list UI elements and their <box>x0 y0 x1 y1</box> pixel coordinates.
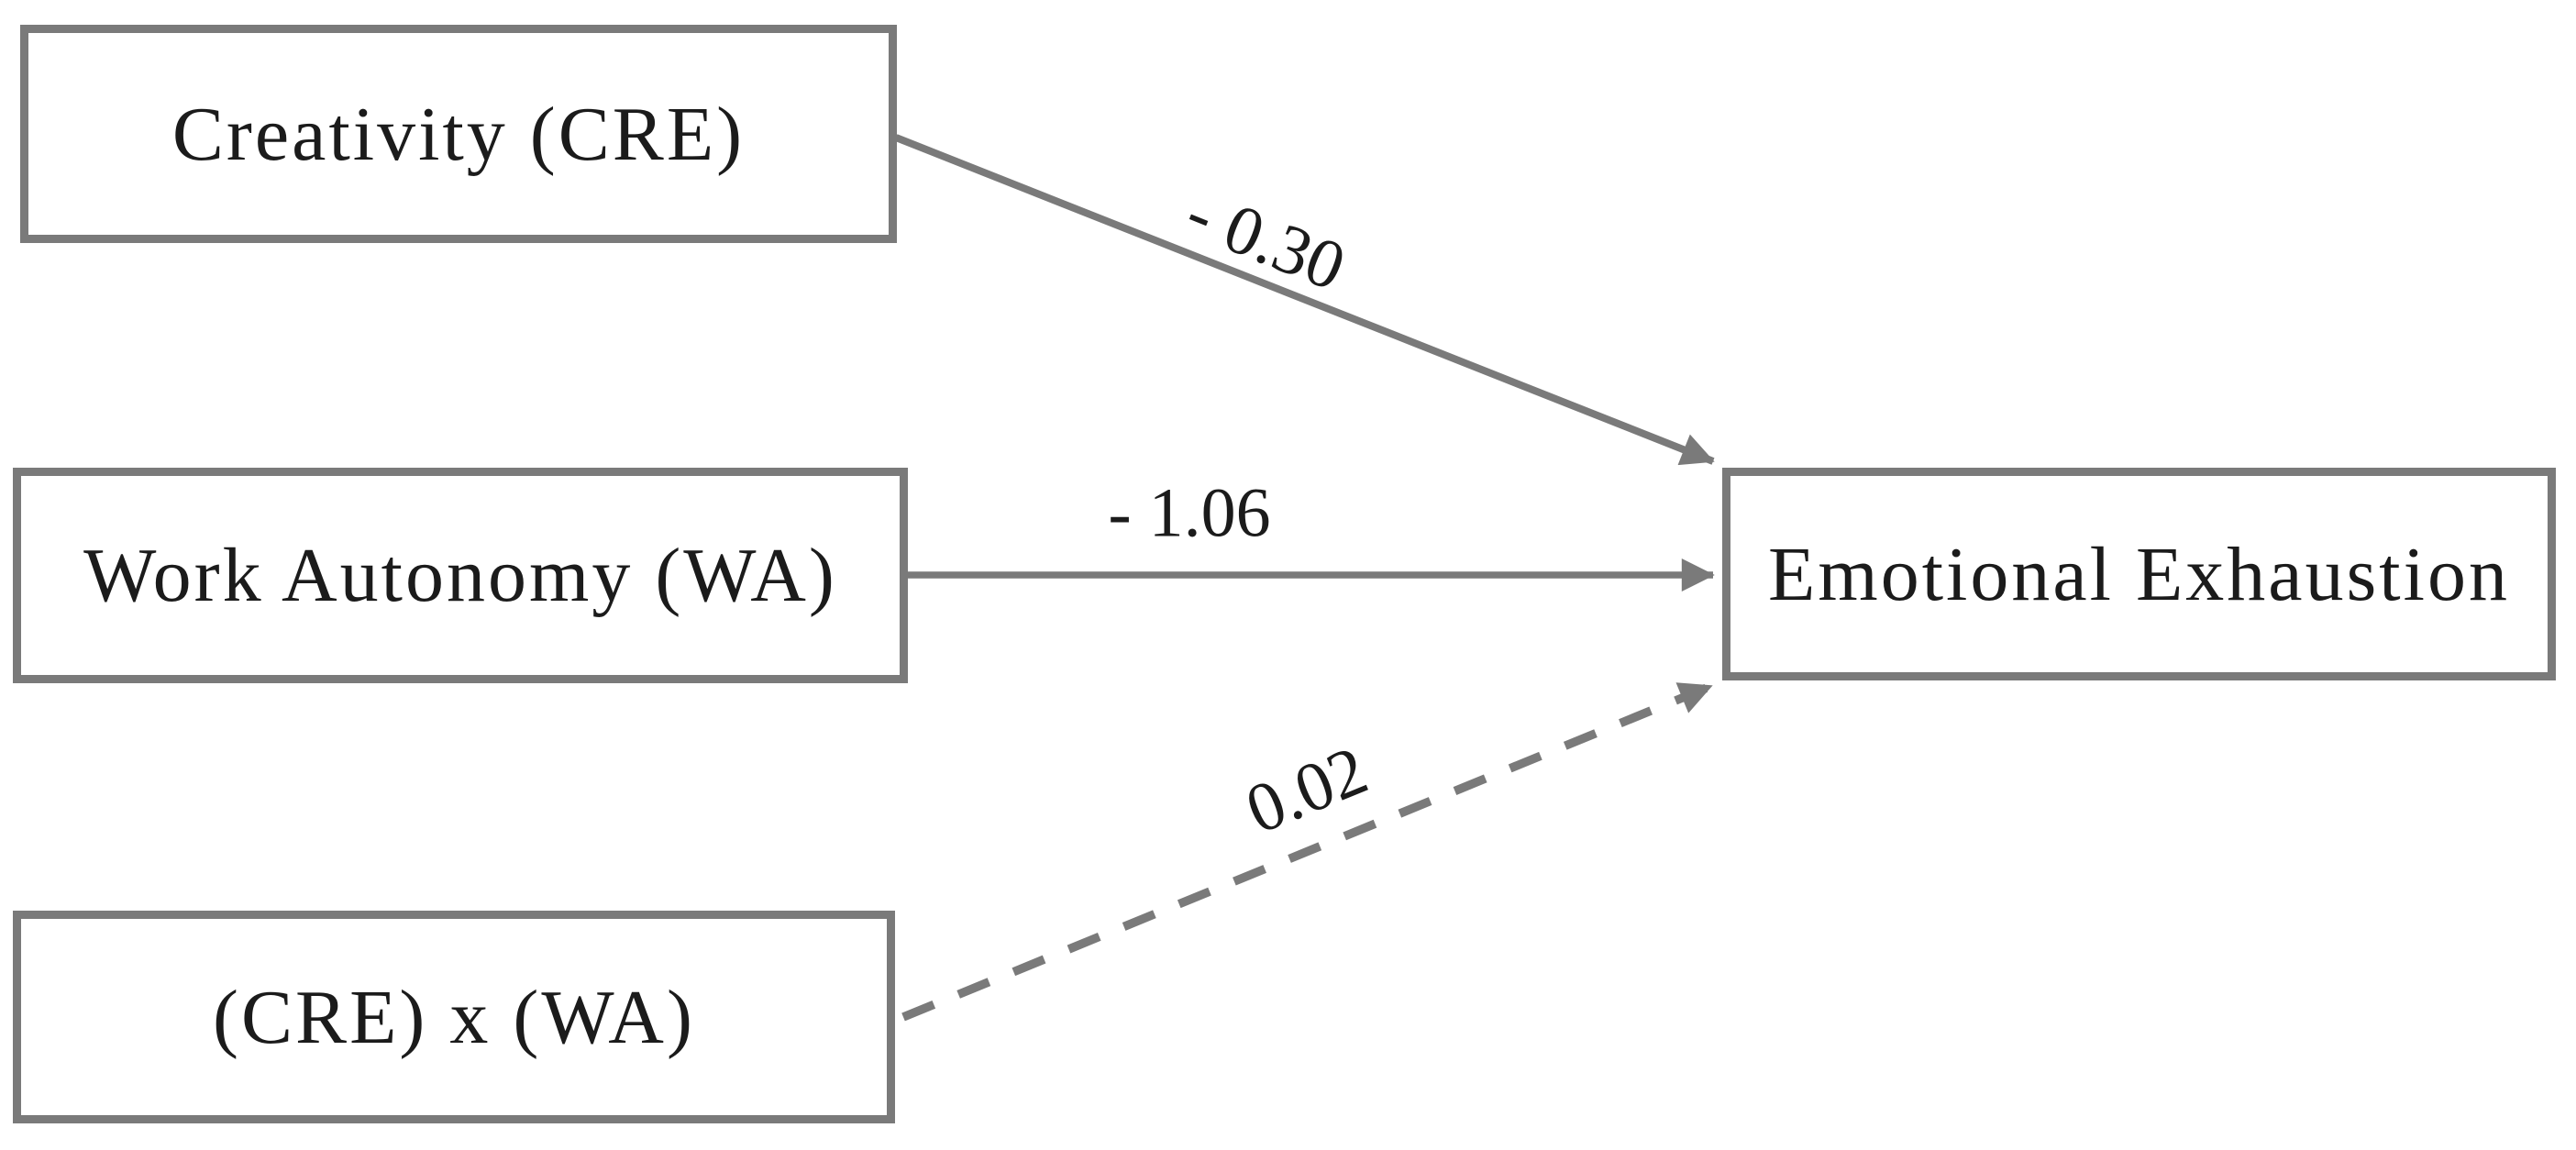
box-emotional-exhaustion: Emotional Exhaustion <box>1722 468 2556 680</box>
coefficient-label-work-autonomy: - 1.06 <box>1108 474 1271 552</box>
arrow-interaction-to-exhaustion <box>901 681 1713 1022</box>
arrow-creativity-to-exhaustion <box>894 134 1715 466</box>
box-emotional-exhaustion-label: Emotional Exhaustion <box>1768 531 2510 617</box>
box-creativity-label: Creativity (CRE) <box>171 91 746 177</box>
box-creativity: Creativity (CRE) <box>20 25 897 243</box>
box-work-autonomy: Work Autonomy (WA) <box>13 468 908 683</box>
box-interaction-term-label: (CRE) x (WA) <box>213 974 695 1060</box>
box-interaction-term: (CRE) x (WA) <box>13 911 895 1123</box>
box-work-autonomy-label: Work Autonomy (WA) <box>83 533 837 618</box>
